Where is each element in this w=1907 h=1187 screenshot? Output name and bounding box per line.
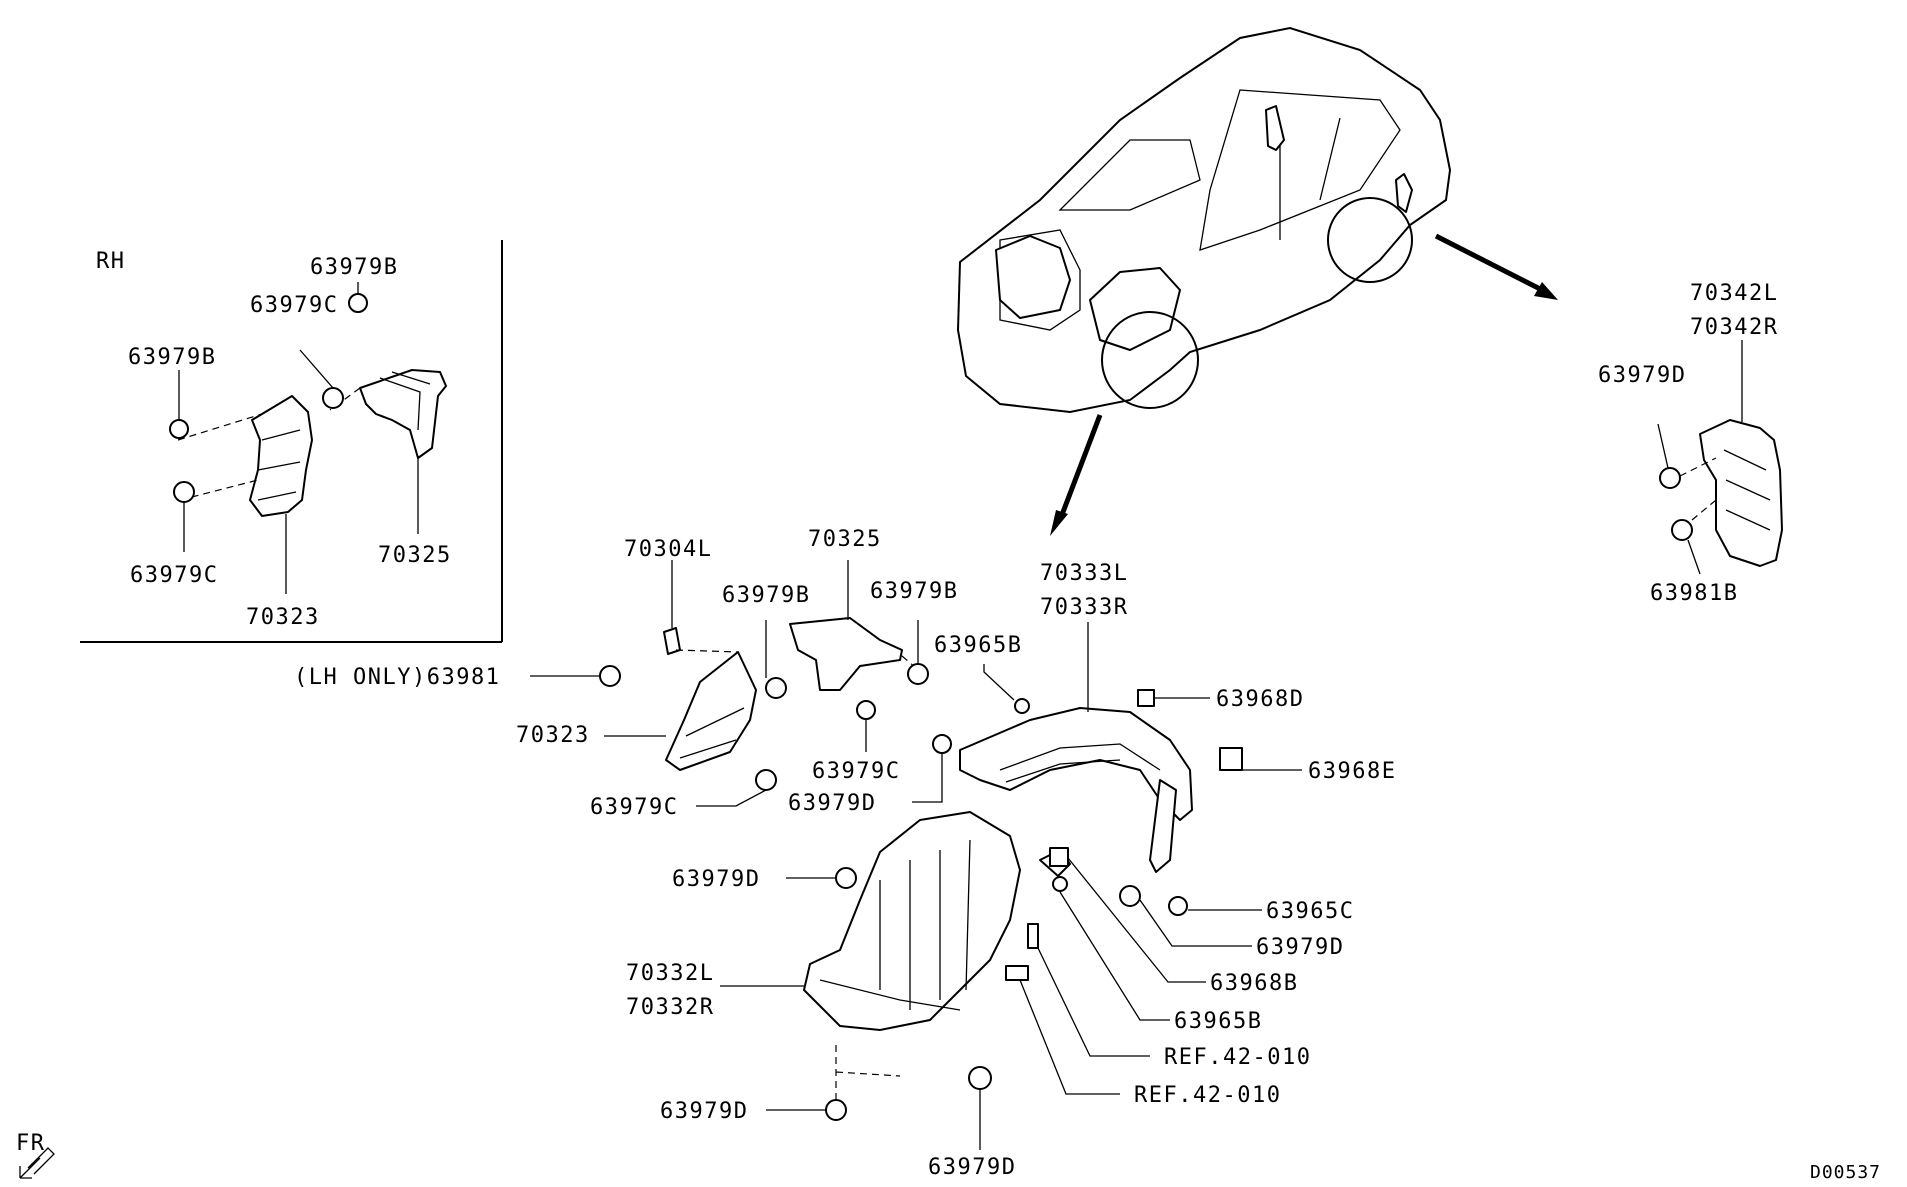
label-63979d-bottom: 63979D bbox=[928, 1155, 1016, 1180]
screw-63981b-rear-icon bbox=[1671, 519, 1693, 541]
clip-63979c-low-icon bbox=[755, 769, 777, 791]
arrow-to-front-liner bbox=[1057, 414, 1103, 521]
rear-mudguard-assembly: 70342L 70342R 63979D 63981B bbox=[1598, 281, 1783, 606]
screw-63965c-icon bbox=[1168, 896, 1188, 916]
nut-63968d-icon bbox=[1137, 689, 1155, 707]
direction-arrow-icon bbox=[19, 1147, 55, 1179]
arrow-to-rear-liner bbox=[1434, 233, 1548, 295]
vehicle-illustration bbox=[956, 26, 1558, 536]
clip-63979b-front-a-icon bbox=[765, 677, 787, 699]
front-fender-assembly: 70304L 70325 63979B 63979B (LH ONLY)6398… bbox=[294, 527, 1396, 1180]
label-70333r: 70333R bbox=[1040, 595, 1128, 620]
clip-63979c-left-icon bbox=[173, 481, 195, 503]
clip-63979b-left-icon bbox=[169, 419, 189, 439]
label-70325-front: 70325 bbox=[808, 527, 882, 552]
nut-63968b-icon bbox=[1049, 847, 1069, 867]
label-70332r: 70332R bbox=[626, 995, 714, 1020]
label-63965c: 63965C bbox=[1266, 899, 1354, 924]
label-70323-inset: 70323 bbox=[246, 605, 320, 630]
label-63979c-low: 63979C bbox=[590, 795, 678, 820]
label-63979d-rear: 63979D bbox=[1598, 363, 1686, 388]
diagram-code: D00537 bbox=[1810, 1162, 1881, 1183]
label-70333l: 70333L bbox=[1040, 561, 1128, 586]
nut-63968e-icon bbox=[1219, 747, 1243, 771]
clip-63979d-bottom-icon bbox=[968, 1066, 992, 1090]
label-63979c-inset-left: 63979C bbox=[130, 563, 218, 588]
bracket-70325-shape bbox=[359, 369, 447, 459]
shield-70323-front-shape bbox=[665, 651, 757, 771]
inset-side-label: RH bbox=[96, 249, 126, 274]
car-front-wheelarch bbox=[999, 229, 1081, 331]
clip-63979d-mid-icon bbox=[932, 734, 952, 754]
car-rear-wheel bbox=[1327, 197, 1413, 283]
label-63968e: 63968E bbox=[1308, 759, 1396, 784]
clip-63979d-bottom-left-icon bbox=[825, 1099, 847, 1121]
shield-70323-shape bbox=[249, 395, 313, 517]
liner-70332-shape bbox=[803, 811, 1021, 1031]
label-70342l: 70342L bbox=[1690, 281, 1778, 306]
clip-63979d-left-icon bbox=[835, 867, 857, 889]
bracket-70325-front-shape bbox=[789, 617, 903, 691]
car-front-wheel bbox=[1101, 311, 1199, 409]
label-63979d-bottom-left: 63979D bbox=[660, 1099, 748, 1124]
label-70325-inset: 70325 bbox=[378, 543, 452, 568]
screw-63965b-low-icon bbox=[1052, 876, 1068, 892]
label-63981b-rear: 63981B bbox=[1650, 581, 1738, 606]
footer: FR D00537 bbox=[16, 1131, 1881, 1183]
label-63979b-inset-top: 63979B bbox=[310, 255, 398, 280]
label-63979c-mid: 63979C bbox=[812, 759, 900, 784]
label-63979d-mid: 63979D bbox=[788, 791, 876, 816]
label-63968b: 63968B bbox=[1210, 971, 1298, 996]
clip-63979d-right-icon bbox=[1119, 885, 1141, 907]
rh-inset: RH 63979B 63979C 63979B 63979C 70325 703… bbox=[80, 240, 503, 643]
label-63979d-left: 63979D bbox=[672, 867, 760, 892]
ref-bolt-1-icon bbox=[1027, 923, 1039, 949]
car-side-windows bbox=[1199, 89, 1401, 251]
label-ref-42-010-a: REF.42-010 bbox=[1164, 1045, 1311, 1070]
label-63979b-front-a: 63979B bbox=[722, 583, 810, 608]
label-63965b-low: 63965B bbox=[1174, 1009, 1262, 1034]
label-ref-42-010-b: REF.42-010 bbox=[1134, 1083, 1281, 1108]
screw-63965b-top-icon bbox=[1014, 698, 1030, 714]
car-body-outline bbox=[956, 26, 1452, 414]
label-63979d-right: 63979D bbox=[1256, 935, 1344, 960]
label-63968d: 63968D bbox=[1216, 687, 1304, 712]
clip-63979b-top-icon bbox=[348, 293, 368, 313]
clip-63979c-top-icon bbox=[322, 387, 344, 409]
mudguard-70342-shape bbox=[1699, 419, 1783, 567]
screw-63981-icon bbox=[599, 665, 621, 687]
label-63979c-inset-top: 63979C bbox=[250, 293, 338, 318]
label-63965b-top: 63965B bbox=[934, 633, 1022, 658]
label-70332l: 70332L bbox=[626, 961, 714, 986]
label-63979b-front-b: 63979B bbox=[870, 579, 958, 604]
clip-63979d-rear-icon bbox=[1659, 467, 1681, 489]
label-63981-lh-only: (LH ONLY)63981 bbox=[294, 665, 500, 690]
label-70342r: 70342R bbox=[1690, 315, 1778, 340]
ref-bolt-2-icon bbox=[1005, 965, 1029, 981]
label-63979b-inset-left: 63979B bbox=[128, 345, 216, 370]
direction-label: FR bbox=[16, 1131, 46, 1156]
car-windshield bbox=[1058, 139, 1201, 211]
clip-63979c-mid-icon bbox=[856, 700, 876, 720]
clip-63979b-front-b-icon bbox=[907, 663, 929, 685]
label-70323-front: 70323 bbox=[516, 723, 590, 748]
label-70304l: 70304L bbox=[624, 537, 712, 562]
